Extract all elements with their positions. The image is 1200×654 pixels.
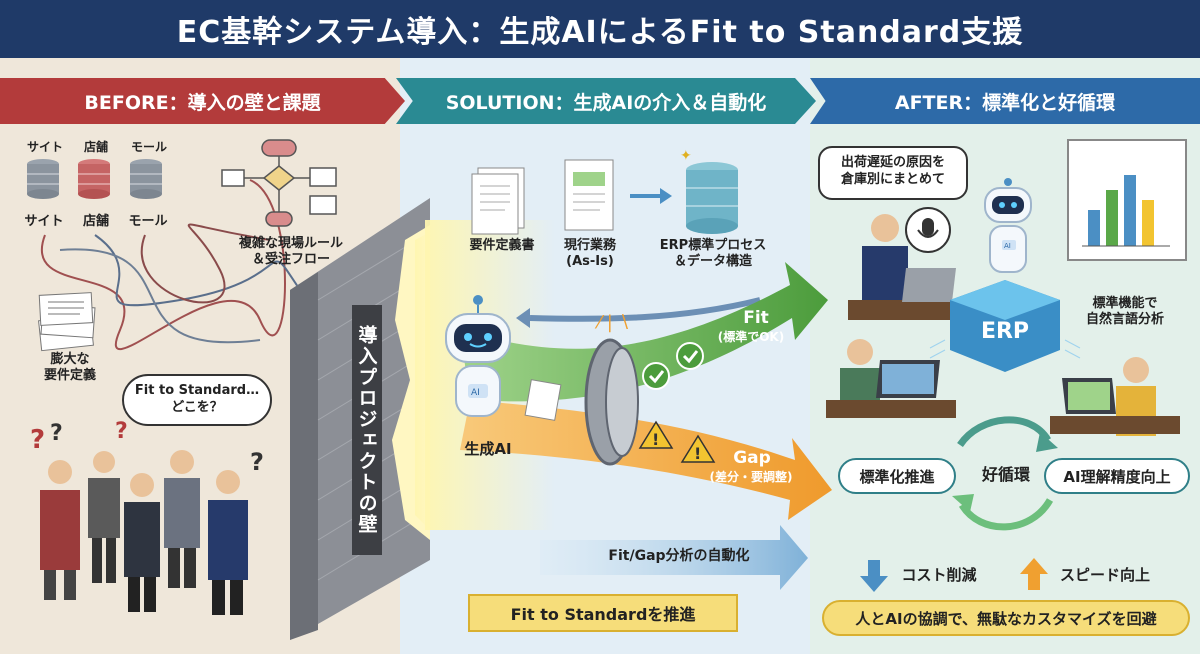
svg-text:?: ?: [30, 425, 45, 455]
ai-label: 生成AI: [464, 440, 512, 458]
automation-label: Fit/Gap分析の自動化: [608, 548, 750, 564]
db-label-site-bottom: サイト: [24, 214, 64, 229]
speed-up-icon: [1020, 558, 1048, 590]
svg-text:?: ?: [250, 448, 264, 476]
svg-text:?: ?: [50, 421, 63, 446]
assistant-robot: AI: [984, 178, 1032, 273]
check-icons: [642, 342, 704, 390]
team-members: [826, 339, 1180, 436]
bottom-banner-label: 人とAIの協調で、無駄なカスタマイズを回避: [855, 609, 1157, 628]
robot-ai-badge: AI: [1004, 242, 1011, 250]
fit-to-standard-banner: Fit to Standardを推進: [468, 594, 738, 632]
request-speech-bubble: 出荷遅延の原因を 倉庫別にまとめて: [818, 146, 968, 200]
flowchart-icon: [221, 139, 337, 227]
after-header-label: AFTER：標準化と好循環: [894, 91, 1116, 114]
db-label-store: 店舗: [83, 140, 108, 154]
user-with-laptop: [848, 214, 958, 320]
cycle-standardize: 標準化推進: [838, 458, 956, 494]
cycle-ai-accuracy: AI理解精度向上: [1044, 458, 1190, 494]
svg-text:✦: ✦: [680, 148, 692, 164]
svg-text:?: ?: [115, 419, 128, 444]
solution-header: SOLUTION：生成AIの介入＆自動化: [396, 78, 816, 124]
tangled-lines: [41, 179, 301, 351]
svg-text:!: !: [694, 444, 701, 463]
title-bar: EC基幹システム導入：生成AIによるFit to Standard支援: [0, 0, 1200, 58]
docs-label: 膨大な 要件定義: [43, 352, 96, 384]
gap-arrow: [460, 400, 832, 520]
db-label-store-bottom: 店舗: [82, 214, 109, 229]
db-label-site: サイト: [27, 140, 64, 154]
flow-label: 複雑な現場ルール ＆受注フロー: [238, 236, 343, 268]
erp-database-icon: ✦: [680, 148, 738, 234]
ai-robot: AI: [445, 295, 562, 421]
fit-title: Fit: [743, 308, 769, 328]
thought-bubble: Fit to Standard… どこを？: [122, 374, 272, 426]
chart-board: [1067, 139, 1187, 261]
doc-label-erp: ERP標準プロセス ＆データ構造: [659, 238, 767, 270]
doc-label-requirements: 要件定義書: [469, 238, 535, 253]
gap-title: Gap: [733, 448, 771, 468]
as-is-doc-icon: [564, 159, 614, 231]
before-header: BEFORE：導入の壁と課題: [0, 78, 405, 124]
cycle-arrows: [952, 416, 1058, 531]
gap-subtitle: (差分・要調整): [709, 470, 793, 484]
fit-arrow: [460, 262, 828, 402]
db-label-mall-bottom: モール: [128, 214, 168, 229]
svg-text:⁄ | ∖: ⁄ | ∖: [594, 312, 630, 333]
after-header: AFTER：標準化と好循環: [810, 78, 1200, 124]
cost-reduction-label: コスト削減: [901, 566, 977, 584]
speed-up-label: スピード向上: [1059, 566, 1150, 584]
before-header-label: BEFORE：導入の壁と課題: [84, 91, 321, 114]
automation-arrow: [540, 525, 808, 590]
doc-label-as-is: 現行業務 (As-Is): [563, 238, 616, 270]
fit-subtitle: (標準でOK): [717, 330, 785, 344]
arrow-right-icon: [630, 188, 672, 204]
page-title: EC基幹システム導入：生成AIによるFit to Standard支援: [176, 15, 1024, 50]
svg-text:AI: AI: [471, 388, 480, 398]
cost-down-icon: [860, 560, 888, 592]
wall-label: 導入プロジェクトの壁: [352, 305, 382, 555]
database-icons: [27, 159, 162, 199]
fit-to-standard-label: Fit to Standardを推進: [510, 605, 696, 624]
confused-people: ? ? ? ?: [30, 419, 264, 615]
svg-text:!: !: [652, 430, 659, 449]
erp-chip: [929, 280, 1081, 372]
cycle-center-label: 好循環: [981, 465, 1030, 484]
microphone-icon: [905, 207, 951, 253]
nl-analysis-label: 標準機能で 自然言語分析: [1085, 296, 1164, 328]
erp-label: ERP: [980, 319, 1030, 344]
db-label-mall: モール: [130, 140, 167, 154]
document-stack-icon: [38, 292, 96, 352]
feedback-arrow: [529, 297, 761, 322]
warning-icons: ! !: [638, 420, 716, 463]
requirements-doc-icon: [471, 167, 525, 235]
bottom-banner: 人とAIの協調で、無駄なカスタマイズを回避: [822, 600, 1190, 636]
solution-header-label: SOLUTION：生成AIの介入＆自動化: [445, 91, 767, 114]
filter-gate: ⁄ | ∖: [584, 312, 639, 466]
